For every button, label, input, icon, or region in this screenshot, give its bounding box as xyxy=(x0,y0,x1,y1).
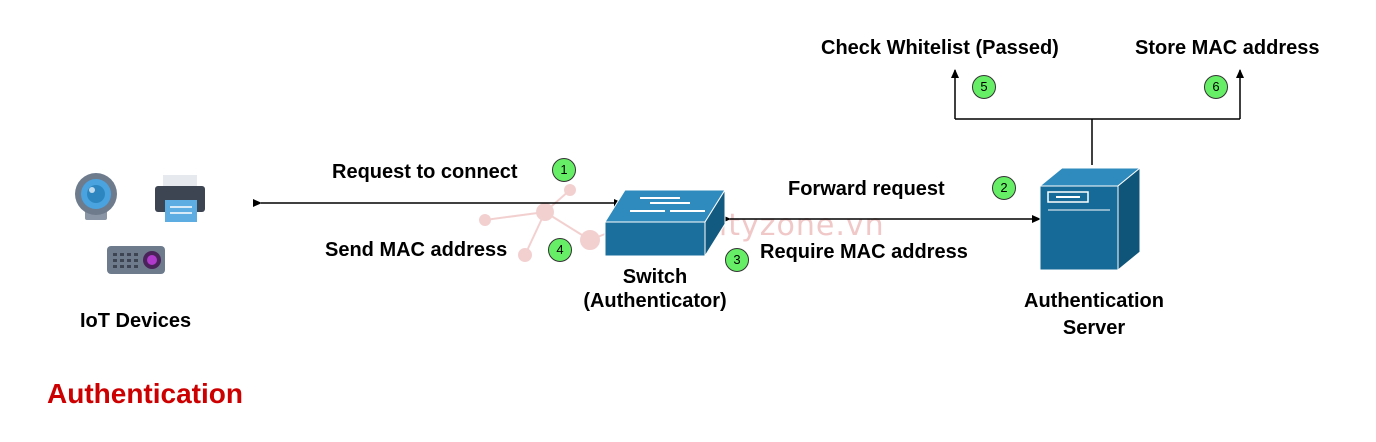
projector-icon xyxy=(107,246,165,274)
switch-label-line2: (Authenticator) xyxy=(583,290,727,312)
step-3-label: Require MAC address xyxy=(760,241,968,263)
server-label-line1: Authentication xyxy=(1024,290,1164,312)
step-3-badge: 3 xyxy=(725,248,749,272)
switch-label: Switch (Authenticator) xyxy=(573,265,737,313)
iot-devices-label: IoT Devices xyxy=(80,310,192,332)
step-6-label: Store MAC address xyxy=(1135,37,1320,59)
step-2-label: Forward request xyxy=(788,178,945,200)
printer-icon xyxy=(155,175,205,222)
page-title: Authentication xyxy=(47,378,243,409)
switch-label-line1: Switch xyxy=(622,266,688,288)
step-4-badge: 4 xyxy=(548,238,572,262)
step-5-label: Check Whitelist (Passed) xyxy=(821,37,1059,59)
step-1-label: Request to connect xyxy=(332,161,518,183)
webcam-icon xyxy=(75,173,117,220)
step-4-label: Send MAC address xyxy=(325,239,508,261)
step-5-badge: 5 xyxy=(972,75,996,99)
network-switch-icon xyxy=(604,188,726,258)
server-label: Authentication Server xyxy=(1005,288,1183,342)
step-6-badge: 6 xyxy=(1204,75,1228,99)
server-branch-connector xyxy=(951,69,1244,165)
server-label-line2: Server xyxy=(1062,317,1126,339)
step-1-badge: 1 xyxy=(552,158,576,182)
server-icon xyxy=(1038,166,1142,272)
step-2-badge: 2 xyxy=(992,176,1016,200)
